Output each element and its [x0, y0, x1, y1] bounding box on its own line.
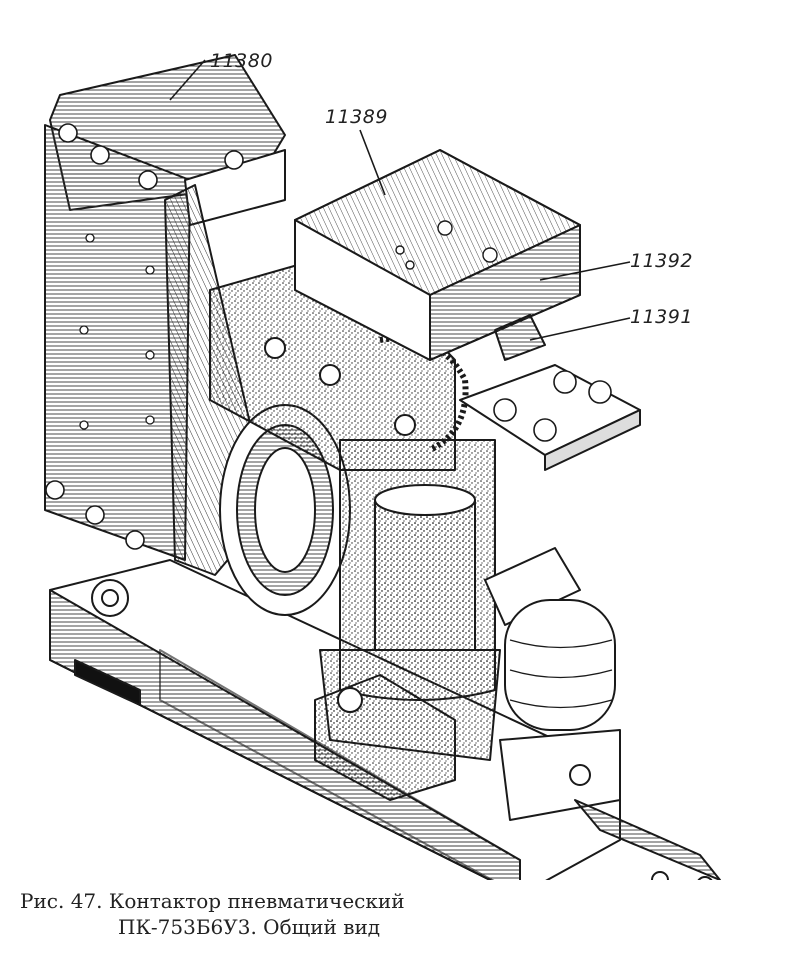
caption-line-1: Рис. 47. Контактор пневматический [20, 889, 405, 913]
callout-11392: 11392 [630, 250, 693, 272]
figure-caption: Рис. 47. Контактор пневматический ПК-753… [20, 888, 405, 940]
callout-11391: 11391 [630, 306, 693, 328]
mounting-block [91, 579, 456, 801]
contact-block-11389 [294, 149, 581, 361]
solenoid-valve [484, 547, 621, 821]
terminal-bracket [459, 364, 641, 471]
output-busbar [574, 799, 721, 880]
callout-leaders [169, 59, 631, 341]
caption-line-2: ПК-753Б6У3. Общий вид [118, 915, 381, 939]
callout-11389: 11389 [325, 106, 388, 128]
terminal-11391 [494, 314, 546, 361]
callout-11380: 11380 [210, 50, 273, 72]
arc-chute-11380 [44, 54, 286, 561]
contactor-illustration [44, 54, 721, 880]
